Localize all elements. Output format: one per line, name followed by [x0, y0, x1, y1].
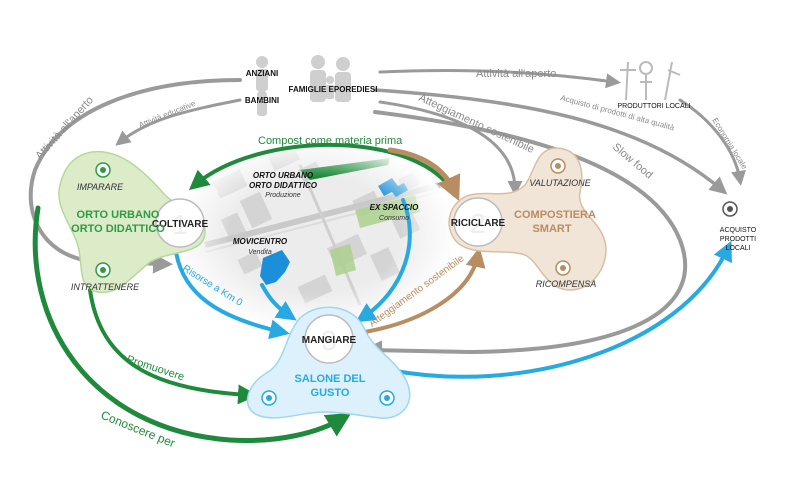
hub-salone-title-1: SALONE DEL [295, 373, 366, 385]
label-acquisto-alta-qualita: Acquisto di prodotti di alta qualità [559, 93, 675, 132]
hub-orto-shape [58, 150, 206, 294]
actor-bambini: BAMBINI [245, 96, 279, 105]
hub-orto-center-label: COLTIVARE [152, 219, 209, 230]
label-compost: Compost come materia prima [258, 135, 403, 147]
hub-compostiera[interactable]: 2 RICICLARE COMPOSTIERA SMART VALUTAZION… [448, 147, 607, 291]
hub-salone-center-label: MANGIARE [302, 335, 357, 346]
map-movicentro-title: MOVICENTRO [233, 237, 288, 246]
salone-right-node-icon[interactable] [379, 390, 395, 406]
actor-anziani: ANZIANI [246, 69, 278, 78]
valutazione-node-icon[interactable] [550, 158, 566, 174]
hub-compostiera-shape [448, 147, 607, 291]
actor-acquisto-2: PRODOTTI [720, 236, 756, 243]
hub-orto[interactable]: 1 COLTIVARE ORTO URBANO ORTO DIDATTICO I… [58, 150, 209, 294]
map-labels: ORTO URBANO ORTO DIDATTICO Produzione EX… [233, 171, 419, 256]
people-silhouette-icon [256, 55, 351, 116]
hub-salone-core [304, 314, 354, 364]
label-attivita-educative: Attività educative [137, 99, 197, 130]
actor-acquisto-3: LOCALI [726, 245, 751, 252]
hub-orto-core [155, 198, 205, 248]
hub-compostiera-top-label: VALUTAZIONE [529, 178, 591, 188]
gray-flows [28, 68, 746, 361]
hub-orto-title-1: ORTO URBANO [77, 209, 160, 221]
hub-compostiera-title-2: SMART [532, 223, 571, 235]
label-economia-locale: Economia locale [710, 116, 749, 171]
intrattenere-node-icon[interactable] [95, 262, 111, 278]
label-attivita-aperto-right: Attività all'aperto [476, 68, 556, 80]
hub-compostiera-title-1: COMPOSTIERA [514, 209, 596, 221]
imparare-node-icon[interactable] [95, 162, 111, 178]
colored-flows [32, 143, 732, 443]
hub-compostiera-bottom-label: RICOMPENSA [536, 279, 597, 289]
label-attivita-aperto-left: Attività all'aperto [33, 94, 96, 162]
hub-orto-title-2: ORTO DIDATTICO [71, 223, 165, 235]
ricompensa-node-icon[interactable] [555, 260, 571, 276]
actor-famiglie: FAMIGLIE EPOREDIESI [289, 85, 378, 94]
map-exspaccio-title: EX SPACCIO [370, 203, 420, 212]
producer-silhouette-icon [620, 61, 681, 101]
map-orto-sub: Produzione [265, 192, 301, 199]
hub-salone-number: 3 [321, 325, 337, 356]
map-orto-title-2: ORTO DIDATTICO [249, 181, 318, 190]
hub-orto-number: 1 [172, 209, 188, 240]
hub-compostiera-center-label: RICICLARE [451, 218, 506, 229]
actor-acquisto-1: ACQUISTO [720, 227, 757, 234]
acquisto-node-icon[interactable] [722, 201, 738, 217]
hub-compostiera-core [453, 197, 503, 247]
actors: ANZIANI BAMBINI FAMIGLIE EPOREDIESI PROD… [245, 55, 757, 252]
hub-compostiera-number: 2 [470, 208, 486, 239]
hub-salone[interactable]: 3 MANGIARE SALONE DEL GUSTO [246, 306, 411, 419]
map-orto-title-1: ORTO URBANO [253, 171, 314, 180]
map-movicentro-sub: Vendita [248, 249, 272, 256]
salone-left-node-icon[interactable] [261, 390, 277, 406]
hub-orto-top-label: IMPARARE [77, 182, 124, 192]
actor-produttori: PRODUTTORI LOCALI [618, 103, 691, 110]
map-exspaccio-sub: Consumo [379, 215, 409, 222]
hub-salone-title-2: GUSTO [311, 387, 350, 399]
hub-orto-bottom-label: INTRATTENERE [71, 282, 140, 292]
city-map [173, 138, 457, 332]
